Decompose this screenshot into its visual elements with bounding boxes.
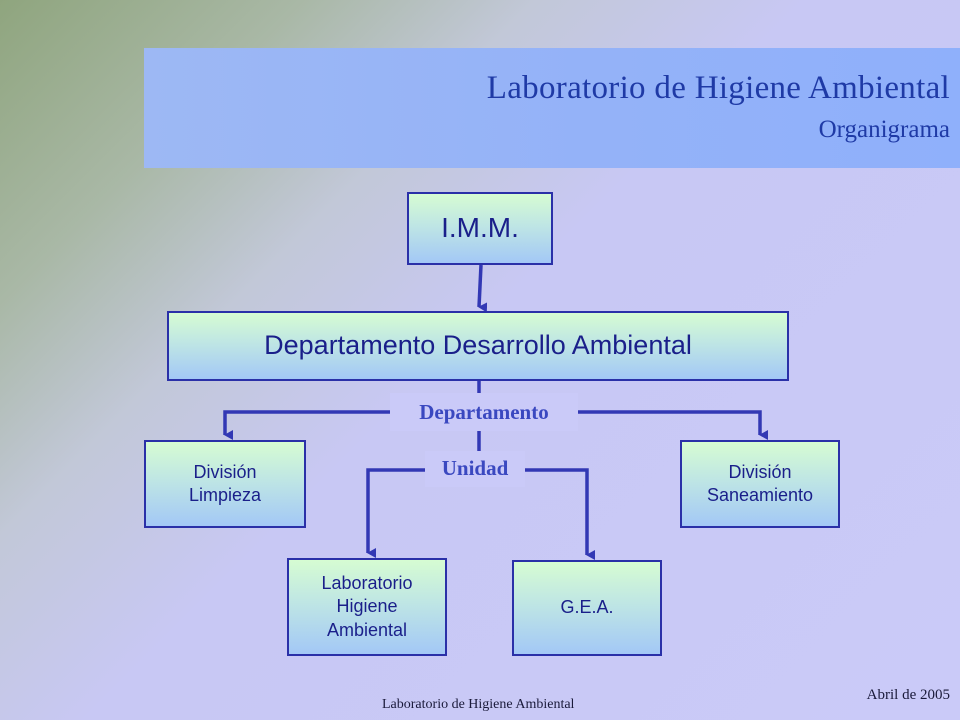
- connector-imm-dept: [477, 264, 488, 313]
- footer-text: Laboratorio de Higiene Ambiental: [382, 697, 575, 712]
- level-label-unidad: Unidad: [425, 451, 525, 487]
- level-label-departamento: Departamento: [390, 393, 578, 431]
- org-node-department: Departamento Desarrollo Ambiental: [167, 311, 789, 381]
- title-banner: Laboratorio de Higiene Ambiental Organig…: [144, 48, 960, 168]
- org-node-unit-gea: G.E.A.: [512, 560, 662, 656]
- org-node-division-saneamiento: División Saneamiento: [680, 440, 840, 528]
- org-node-division-limpieza: División Limpieza: [144, 440, 306, 528]
- footer-date: Abril de 2005: [866, 687, 950, 703]
- page-subtitle: Organigrama: [818, 116, 950, 143]
- org-node-unit-laboratorio: Laboratorio Higiene Ambiental: [287, 558, 447, 656]
- org-node-imm: I.M.M.: [407, 192, 553, 265]
- page-title: Laboratorio de Higiene Ambiental: [486, 70, 950, 106]
